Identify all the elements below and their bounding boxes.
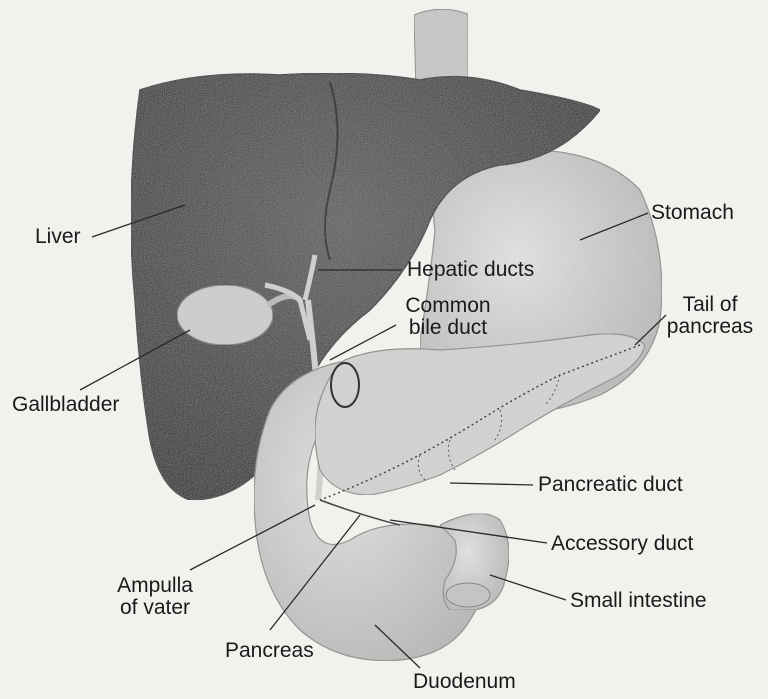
- label-tail-line1: Tail of: [656, 294, 764, 316]
- label-stomach: Stomach: [651, 202, 734, 224]
- label-tail-of-pancreas: Tail of pancreas: [656, 294, 764, 338]
- label-ampulla-of-vater: Ampulla of vater: [105, 575, 205, 619]
- label-common-bile-duct: Common bile duct: [398, 295, 498, 339]
- label-ampulla-line1: Ampulla: [105, 575, 205, 597]
- label-tail-line2: pancreas: [656, 316, 764, 338]
- label-common-bile-duct-line1: Common: [398, 295, 498, 317]
- label-small-intestine: Small intestine: [570, 590, 707, 612]
- accessory-duct-line: [320, 500, 400, 525]
- label-hepatic-ducts: Hepatic ducts: [407, 259, 534, 281]
- label-liver: Liver: [35, 226, 81, 248]
- pancreas-shape: [315, 334, 645, 495]
- label-gallbladder: Gallbladder: [12, 394, 119, 416]
- label-ampulla-line2: of vater: [105, 597, 205, 619]
- gallbladder-shape: [177, 285, 273, 345]
- label-pancreas: Pancreas: [225, 640, 314, 662]
- leader-pancreatic-duct: [450, 483, 533, 485]
- label-duodenum: Duodenum: [413, 671, 516, 693]
- label-pancreatic-duct: Pancreatic duct: [538, 474, 683, 496]
- label-accessory-duct: Accessory duct: [551, 533, 693, 555]
- label-common-bile-duct-line2: bile duct: [398, 317, 498, 339]
